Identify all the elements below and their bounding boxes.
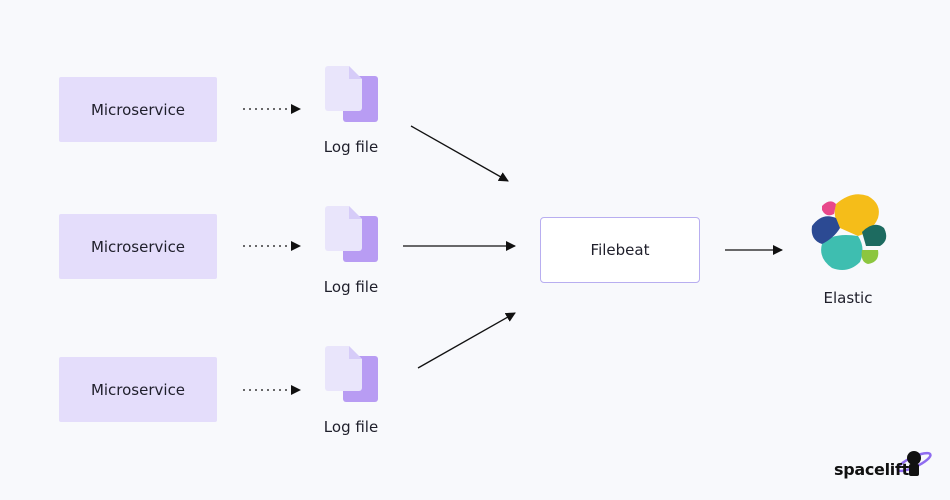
file-icon xyxy=(325,206,378,262)
arrow-logfile3-filebeat xyxy=(417,312,516,369)
microservice-label: Microservice xyxy=(90,380,186,399)
elastic-label: Elastic xyxy=(823,289,873,307)
arrow-logfile1-filebeat xyxy=(410,125,509,182)
microservice-label: Microservice xyxy=(90,100,186,119)
filebeat-box: Filebeat xyxy=(540,217,700,283)
spacelift-logo-text: spacelift xyxy=(834,460,909,479)
file-icon xyxy=(325,346,378,402)
microservice-box-1: Microservice xyxy=(59,77,217,142)
spacelift-astronaut-icon xyxy=(896,451,932,476)
filebeat-label: Filebeat xyxy=(590,241,650,259)
microservice-box-3: Microservice xyxy=(59,357,217,422)
logfile-label-2: Log file xyxy=(323,278,379,296)
logfile-label-1: Log file xyxy=(323,138,379,156)
file-icon xyxy=(325,66,378,122)
microservice-label: Microservice xyxy=(90,237,186,256)
microservice-box-2: Microservice xyxy=(59,214,217,279)
logfile-label-3: Log file xyxy=(323,418,379,436)
elastic-logo-icon xyxy=(811,194,887,270)
